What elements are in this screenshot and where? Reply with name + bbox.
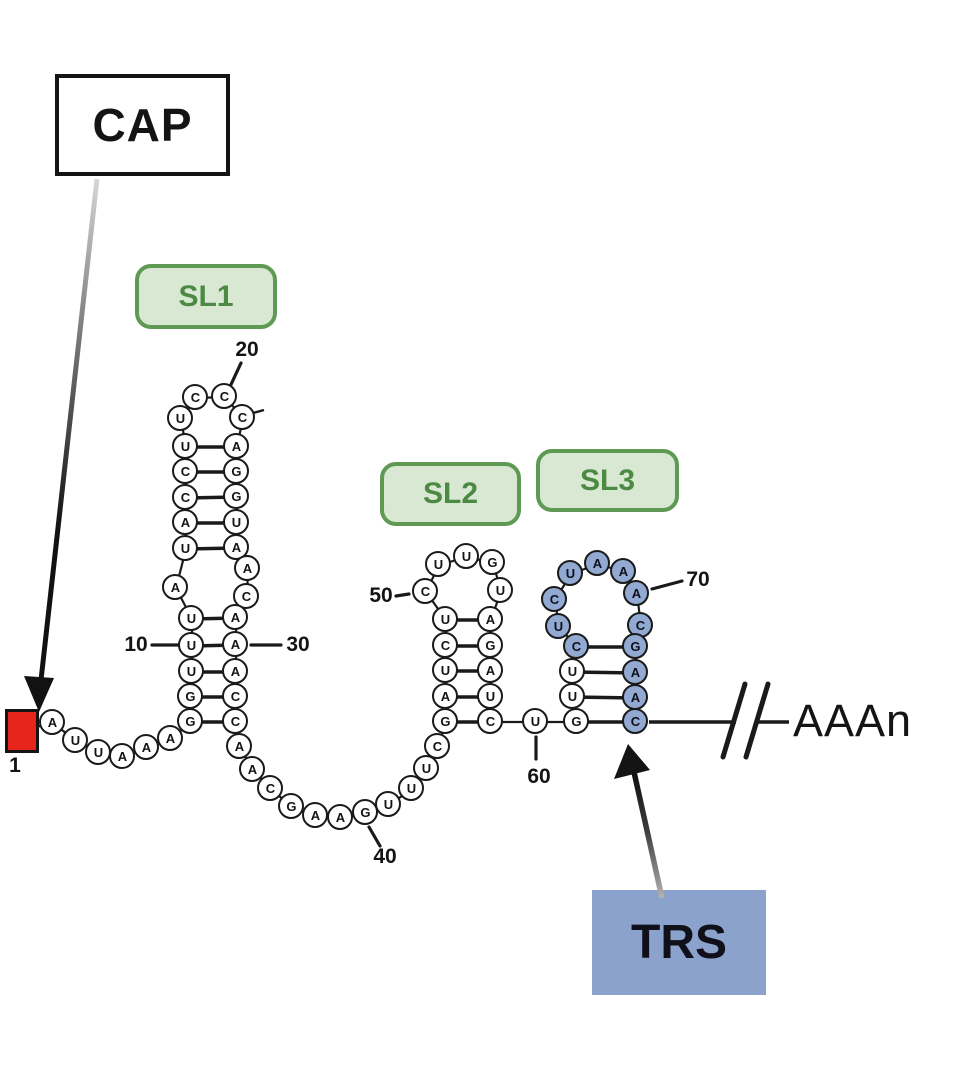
- nucleotide-circle-33: C: [222, 708, 249, 735]
- nucleotide-circle-24: G: [223, 483, 250, 510]
- nucleotide-circle-72: G: [622, 633, 649, 660]
- nucleotide-circle-60: U: [522, 708, 549, 735]
- nucleotide-circle-10: U: [178, 632, 205, 659]
- nucleotide-circle-27: A: [234, 555, 261, 582]
- nucleotide-circle-37: G: [278, 793, 305, 820]
- position-pointer-line: [394, 592, 411, 598]
- nucleotide-circle-15: C: [172, 484, 199, 511]
- nucleotide-circle-9: U: [178, 658, 205, 685]
- cap-marker-square: [5, 709, 39, 753]
- nucleotide-circle-57: A: [477, 657, 504, 684]
- nucleotide-circle-55: A: [477, 606, 504, 633]
- nucleotide-circle-74: A: [622, 684, 649, 711]
- line-break-slash: [743, 681, 771, 760]
- trs-label-box: TRS: [592, 890, 766, 995]
- nucleotide-circle-8: G: [177, 683, 204, 710]
- line-break-slash: [720, 681, 748, 760]
- nucleotide-circle-7: G: [177, 708, 204, 735]
- nucleotide-circle-75: C: [622, 708, 649, 735]
- cap-arrow-head: [24, 676, 54, 712]
- nucleotide-circle-29: A: [222, 604, 249, 631]
- nucleotide-circle-46: A: [432, 683, 459, 710]
- nucleotide-circle-39: A: [327, 804, 354, 831]
- nucleotide-circle-58: U: [477, 683, 504, 710]
- nucleotide-circle-4: A: [109, 743, 136, 770]
- tick-mark: [252, 408, 265, 415]
- nucleotide-circle-13: U: [172, 535, 199, 562]
- nucleotide-circle-31: A: [222, 658, 249, 685]
- sl2-label-box: SL2: [380, 462, 521, 526]
- nucleotide-circle-45: G: [432, 708, 459, 735]
- nucleotide-circle-12: A: [162, 574, 189, 601]
- sl1-label-box: SL1: [135, 264, 277, 329]
- nucleotide-circle-50: C: [412, 578, 439, 605]
- nucleotide-circle-30: A: [222, 631, 249, 658]
- polya-tail-label: AAAn: [793, 695, 913, 746]
- nucleotide-circle-70: A: [623, 580, 650, 607]
- nucleotide-circle-19: C: [182, 384, 209, 411]
- nucleotide-circle-41: U: [375, 791, 402, 818]
- nucleotide-circle-51: U: [425, 551, 452, 578]
- nucleotide-circle-67: U: [557, 560, 584, 587]
- nucleotide-circle-44: C: [424, 733, 451, 760]
- nucleotide-circle-22: A: [223, 433, 250, 460]
- nucleotide-circle-5: A: [133, 734, 160, 761]
- nucleotide-circle-48: C: [432, 632, 459, 659]
- sl3-label: SL3: [579, 463, 636, 497]
- nucleotide-circle-38: A: [302, 802, 329, 829]
- nucleotide-circle-64: C: [563, 633, 590, 660]
- nucleotide-circle-18: U: [167, 405, 194, 432]
- position-label-70: 70: [686, 568, 710, 591]
- cap-label-box: CAP: [55, 74, 230, 176]
- sl1-label: SL1: [178, 279, 234, 313]
- nucleotide-circle-61: G: [563, 708, 590, 735]
- cap-label: CAP: [92, 99, 193, 151]
- nucleotide-circle-53: G: [479, 549, 506, 576]
- position-label-40: 40: [373, 845, 397, 868]
- position-label-50: 50: [369, 584, 393, 607]
- nucleotide-circle-49: U: [432, 606, 459, 633]
- nucleotide-circle-3: U: [85, 739, 112, 766]
- sl3-label-box: SL3: [536, 449, 679, 512]
- nucleotide-circle-47: U: [432, 657, 459, 684]
- trs-label: TRS: [631, 916, 727, 969]
- nucleotide-circle-62: U: [559, 683, 586, 710]
- position-pointer-line: [650, 579, 684, 591]
- position-label-10: 10: [124, 633, 148, 656]
- nucleotide-circle-73: A: [622, 659, 649, 686]
- position-label-1: 1: [9, 754, 21, 777]
- sl2-label: SL2: [422, 477, 479, 510]
- nucleotide-circle-14: A: [172, 509, 199, 536]
- trs-arrow-shaft: [631, 771, 665, 899]
- cap-arrow-shaft: [38, 178, 100, 681]
- nucleotide-circle-1: A: [39, 709, 66, 736]
- nucleotide-circle-66: C: [541, 586, 568, 613]
- nucleotide-circle-16: C: [172, 458, 199, 485]
- nucleotide-circle-59: C: [477, 708, 504, 735]
- nucleotide-circle-25: U: [223, 509, 250, 536]
- nucleotide-circle-23: G: [223, 458, 250, 485]
- nucleotide-circle-54: U: [487, 577, 514, 604]
- position-label-60: 60: [527, 765, 551, 788]
- position-pointer-line: [367, 825, 382, 848]
- position-label-30: 30: [286, 633, 310, 656]
- nucleotide-circle-11: U: [178, 605, 205, 632]
- nucleotide-circle-21: C: [229, 404, 256, 431]
- nucleotide-circle-56: G: [477, 632, 504, 659]
- nucleotide-circle-52: U: [453, 543, 480, 570]
- nucleotide-circle-63: U: [559, 658, 586, 685]
- nucleotide-circle-17: U: [172, 433, 199, 460]
- position-label-20: 20: [235, 338, 259, 361]
- trs-arrow-head: [614, 744, 650, 779]
- nucleotide-circle-32: C: [222, 683, 249, 710]
- nucleotide-circle-43: U: [413, 755, 440, 782]
- nucleotide-circle-68: A: [584, 550, 611, 577]
